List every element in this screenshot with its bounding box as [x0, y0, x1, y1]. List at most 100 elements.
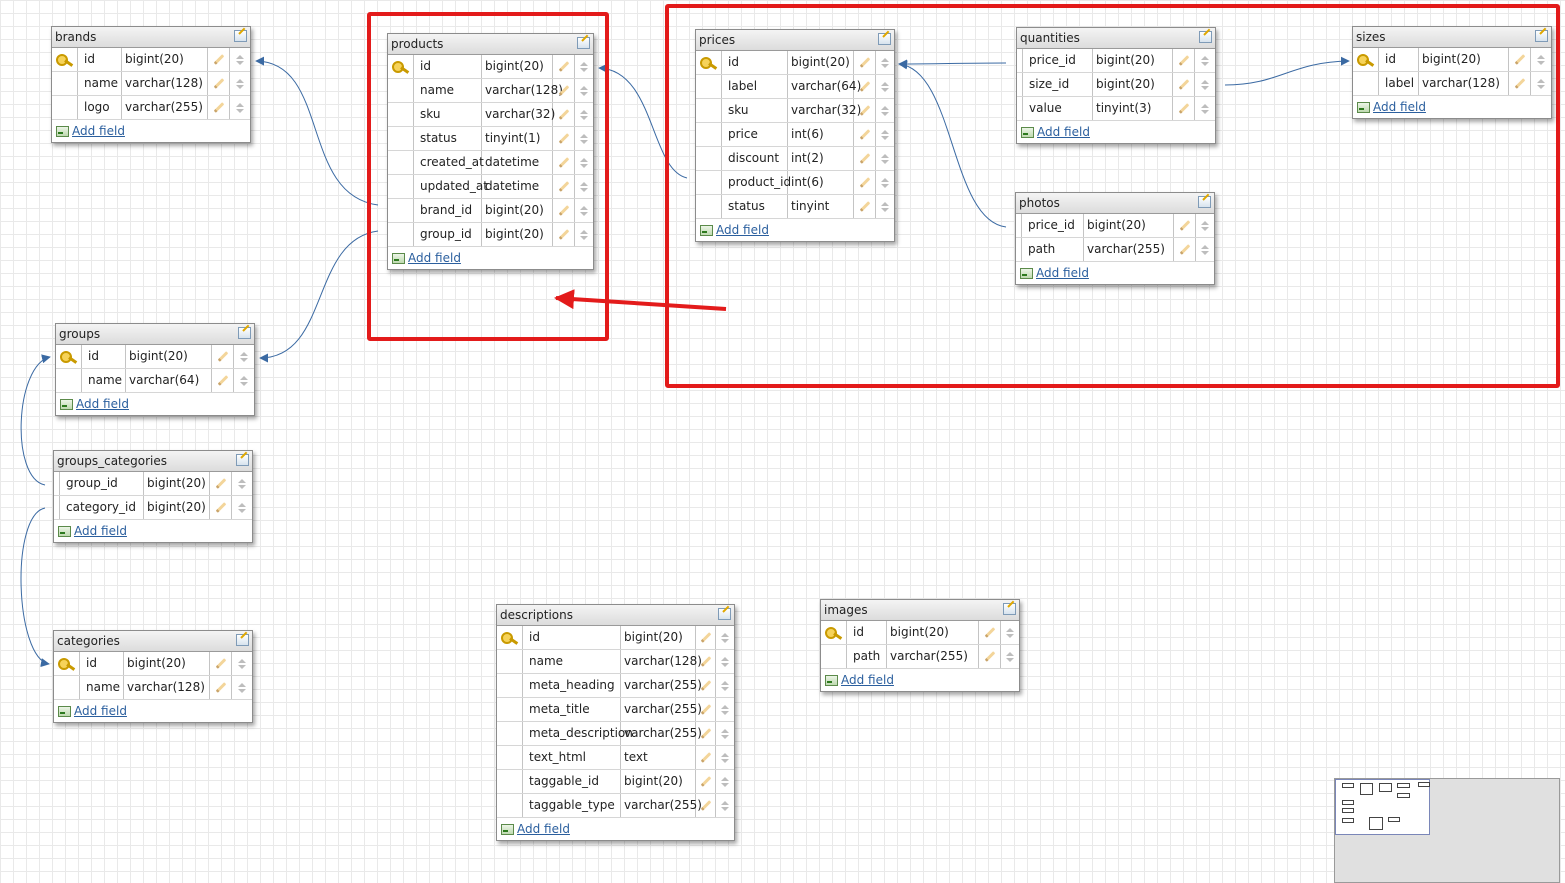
add-field-link[interactable]: Add field: [1036, 266, 1089, 280]
edit-field-button[interactable]: [208, 48, 230, 71]
reorder-handle[interactable]: [230, 48, 250, 71]
edit-field-button[interactable]: [696, 770, 716, 793]
edit-field-button[interactable]: [212, 369, 234, 392]
minimap-viewport[interactable]: [1335, 779, 1430, 835]
add-field-link[interactable]: Add field: [716, 223, 769, 237]
add-field-icon[interactable]: [1020, 267, 1033, 279]
edit-field-button[interactable]: [553, 199, 575, 222]
edit-table-icon[interactable]: [236, 634, 249, 646]
edit-field-button[interactable]: [553, 55, 575, 78]
reorder-handle[interactable]: [234, 345, 254, 368]
reorder-handle[interactable]: [1195, 97, 1215, 120]
reorder-handle[interactable]: [575, 199, 593, 222]
reorder-handle[interactable]: [716, 794, 734, 817]
edit-field-button[interactable]: [854, 123, 876, 146]
reorder-handle[interactable]: [575, 175, 593, 198]
reorder-handle[interactable]: [716, 698, 734, 721]
edit-field-button[interactable]: [696, 626, 716, 649]
reorder-handle[interactable]: [876, 147, 894, 170]
edit-table-icon[interactable]: [234, 30, 247, 42]
edit-table-icon[interactable]: [238, 327, 251, 339]
reorder-handle[interactable]: [876, 171, 894, 194]
add-field-link[interactable]: Add field: [74, 704, 127, 718]
minimap[interactable]: [1334, 778, 1560, 883]
edit-field-button[interactable]: [553, 223, 575, 246]
edit-field-button[interactable]: [212, 345, 234, 368]
table-header[interactable]: products: [388, 34, 593, 55]
reorder-handle[interactable]: [876, 51, 894, 74]
edit-field-button[interactable]: [854, 75, 876, 98]
add-field-icon[interactable]: [56, 125, 69, 137]
reorder-handle[interactable]: [876, 195, 894, 218]
add-field-icon[interactable]: [501, 823, 514, 835]
reorder-handle[interactable]: [716, 650, 734, 673]
reorder-handle[interactable]: [876, 123, 894, 146]
add-field-icon[interactable]: [1357, 101, 1370, 113]
reorder-handle[interactable]: [716, 770, 734, 793]
add-field-link[interactable]: Add field: [841, 673, 894, 687]
edit-field-button[interactable]: [854, 147, 876, 170]
table-header[interactable]: photos: [1016, 193, 1214, 214]
add-field-link[interactable]: Add field: [76, 397, 129, 411]
add-field-link[interactable]: Add field: [517, 822, 570, 836]
edit-field-button[interactable]: [210, 676, 232, 699]
reorder-handle[interactable]: [575, 55, 593, 78]
add-field-icon[interactable]: [1021, 126, 1034, 138]
edit-field-button[interactable]: [1173, 49, 1195, 72]
edit-field-button[interactable]: [553, 175, 575, 198]
edit-field-button[interactable]: [210, 472, 232, 495]
add-field-link[interactable]: Add field: [72, 124, 125, 138]
add-field-link[interactable]: Add field: [1037, 125, 1090, 139]
reorder-handle[interactable]: [230, 72, 250, 95]
edit-field-button[interactable]: [553, 151, 575, 174]
edit-field-button[interactable]: [696, 674, 716, 697]
table-header[interactable]: brands: [52, 27, 250, 48]
edit-table-icon[interactable]: [1198, 196, 1211, 208]
edit-field-button[interactable]: [854, 171, 876, 194]
add-field-link[interactable]: Add field: [408, 251, 461, 265]
reorder-handle[interactable]: [575, 79, 593, 102]
table-header[interactable]: descriptions: [497, 605, 734, 626]
edit-field-button[interactable]: [696, 746, 716, 769]
edit-field-button[interactable]: [210, 652, 232, 675]
reorder-handle[interactable]: [1196, 238, 1214, 261]
edit-field-button[interactable]: [208, 72, 230, 95]
reorder-handle[interactable]: [1196, 214, 1214, 237]
add-field-icon[interactable]: [392, 252, 405, 264]
reorder-handle[interactable]: [1195, 49, 1215, 72]
edit-field-button[interactable]: [696, 698, 716, 721]
edit-field-button[interactable]: [1174, 214, 1196, 237]
edit-field-button[interactable]: [553, 79, 575, 102]
edit-field-button[interactable]: [553, 103, 575, 126]
edit-field-button[interactable]: [1173, 97, 1195, 120]
add-field-icon[interactable]: [60, 398, 73, 410]
